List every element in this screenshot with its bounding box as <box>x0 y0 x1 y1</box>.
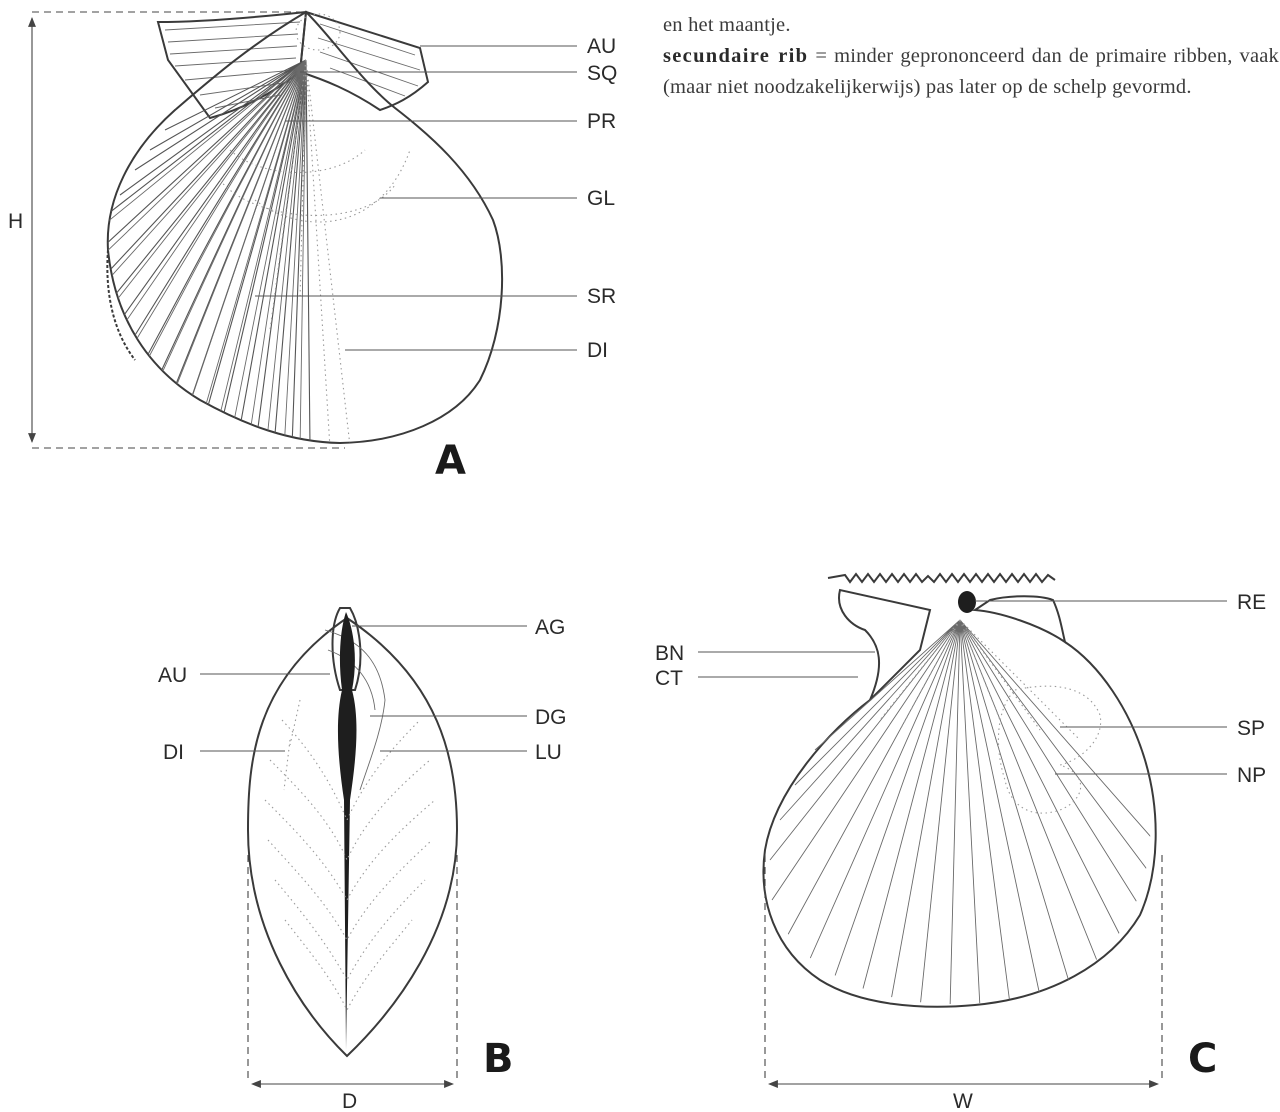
radial-ribs-a <box>95 60 350 450</box>
label-a-au: AU <box>587 35 616 58</box>
label-c-sp: SP <box>1237 717 1265 740</box>
byssal-gape <box>338 612 357 1050</box>
auricle-scales <box>165 22 300 108</box>
label-c-ct: CT <box>655 667 683 690</box>
figure-a: H AU SQ PR GL SR DI A <box>8 12 617 484</box>
label-b-dg: DG <box>535 706 567 729</box>
hinge-serrations <box>828 574 1055 582</box>
resilifer <box>958 591 976 613</box>
anterior-ear-c <box>839 590 930 700</box>
panel-label-c: C <box>1188 1036 1217 1082</box>
label-b-lu: LU <box>535 741 562 764</box>
label-a-sq: SQ <box>587 62 617 85</box>
label-a-pr: PR <box>587 110 616 133</box>
ribs-c <box>770 620 1158 1010</box>
height-label: H <box>8 210 23 233</box>
label-a-di: DI <box>587 339 608 362</box>
label-b-di: DI <box>163 741 184 764</box>
label-c-re: RE <box>1237 591 1266 614</box>
posterior-ear-c <box>975 596 1065 642</box>
label-c-np: NP <box>1237 764 1266 787</box>
dissoconch-b <box>284 700 300 790</box>
figure-c: W RE BN CT SP NP C <box>655 574 1266 1112</box>
label-b-au: AU <box>158 664 187 687</box>
panel-label-a: A <box>435 438 466 484</box>
label-a-gl: GL <box>587 187 615 210</box>
label-b-ag: AG <box>535 616 565 639</box>
width-label: W <box>953 1090 973 1112</box>
label-c-bn: BN <box>655 642 684 665</box>
label-a-sr: SR <box>587 285 616 308</box>
panel-label-b: B <box>483 1036 514 1082</box>
figure-b: D AG AU DG DI LU B <box>158 608 567 1112</box>
depth-label: D <box>342 1090 357 1112</box>
